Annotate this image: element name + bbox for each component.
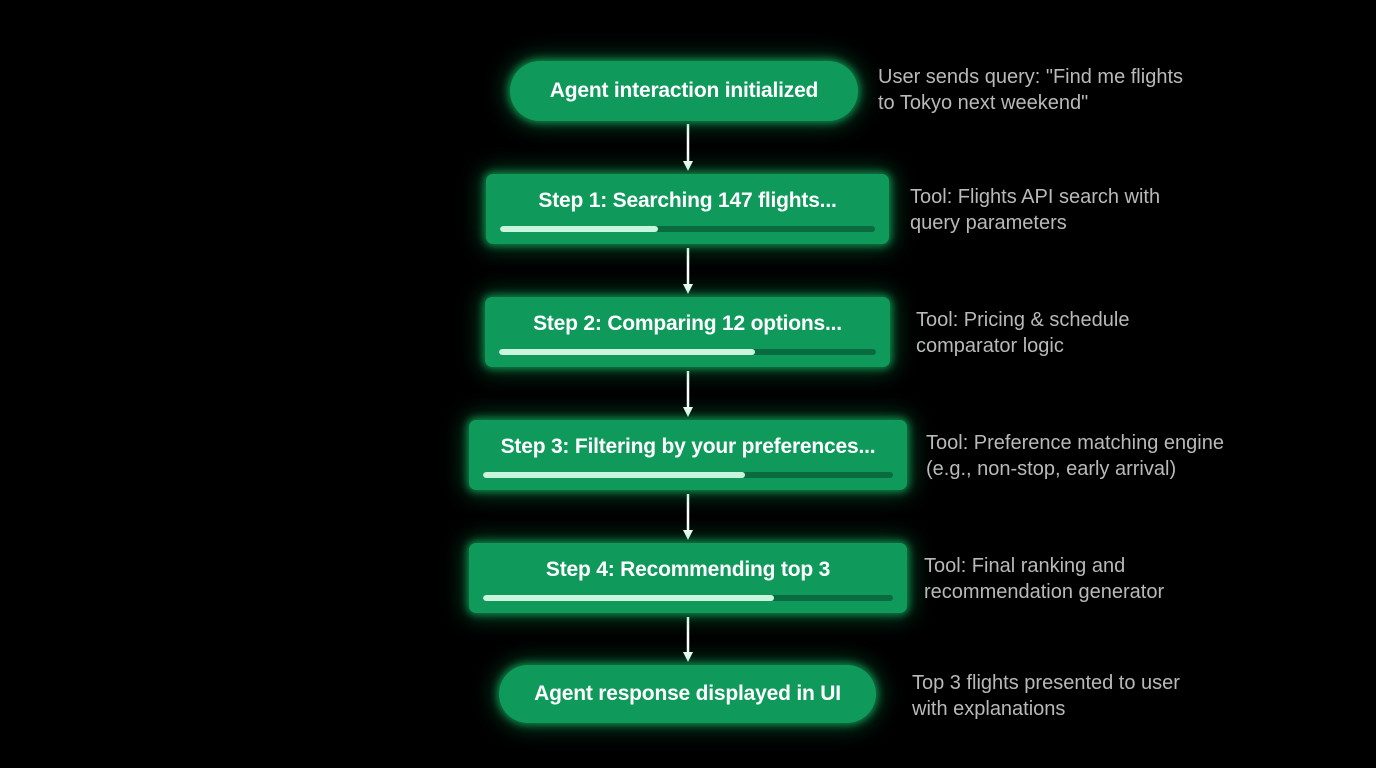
step-3-note: Tool: Preference matching engine (e.g., … xyxy=(926,430,1224,482)
step-1-note-line-1: Tool: Flights API search with xyxy=(910,186,1161,208)
step-1-progress-fill xyxy=(500,226,658,232)
step-3-label: Step 3: Filtering by your preferences... xyxy=(500,435,876,458)
step-4-node: Step 4: Recommending top 3 xyxy=(469,543,907,613)
start-note-line-2: to Tokyo next weekend" xyxy=(878,92,1089,114)
end-node: Agent response displayed in UI xyxy=(499,665,876,723)
step-4-note: Tool: Final ranking and recommendation g… xyxy=(924,553,1164,605)
step-3-node: Step 3: Filtering by your preferences... xyxy=(469,420,907,490)
step-3-progress-bar xyxy=(483,472,893,478)
start-note: User sends query: "Find me flights to To… xyxy=(878,64,1183,116)
end-note-line-2: with explanations xyxy=(912,698,1066,720)
step-1-progress-bar xyxy=(500,226,875,232)
step-1-label: Step 1: Searching 147 flights... xyxy=(538,189,837,212)
end-node-label: Agent response displayed in UI xyxy=(534,682,841,705)
step-1-node: Step 1: Searching 147 flights... xyxy=(486,174,889,244)
step-4-label: Step 4: Recommending top 3 xyxy=(545,558,831,581)
step-1-note-line-2: query parameters xyxy=(910,212,1067,234)
end-note: Top 3 flights presented to user with exp… xyxy=(912,670,1180,722)
step-4-note-line-1: Tool: Final ranking and xyxy=(924,555,1126,577)
step-2-progress-bar xyxy=(499,349,876,355)
step-1-note: Tool: Flights API search with query para… xyxy=(910,184,1160,236)
step-3-note-line-2: (e.g., non-stop, early arrival) xyxy=(926,458,1177,480)
step-4-note-line-2: recommendation generator xyxy=(924,581,1165,603)
step-2-progress-fill xyxy=(499,349,756,355)
step-2-note-line-2: comparator logic xyxy=(916,335,1064,357)
end-note-line-1: Top 3 flights presented to user xyxy=(912,672,1180,694)
step-2-note: Tool: Pricing & schedule comparator logi… xyxy=(916,307,1129,359)
start-note-line-1: User sends query: "Find me flights xyxy=(878,66,1183,88)
step-2-label: Step 2: Comparing 12 options... xyxy=(533,312,842,335)
step-2-note-line-1: Tool: Pricing & schedule xyxy=(916,309,1130,331)
start-node-label: Agent interaction initialized xyxy=(549,79,819,102)
step-4-progress-fill xyxy=(483,595,775,601)
step-4-progress-bar xyxy=(483,595,893,601)
step-3-progress-fill xyxy=(483,472,746,478)
step-3-note-line-1: Tool: Preference matching engine xyxy=(926,432,1224,454)
start-node: Agent interaction initialized xyxy=(510,61,858,121)
step-2-node: Step 2: Comparing 12 options... xyxy=(485,297,890,367)
